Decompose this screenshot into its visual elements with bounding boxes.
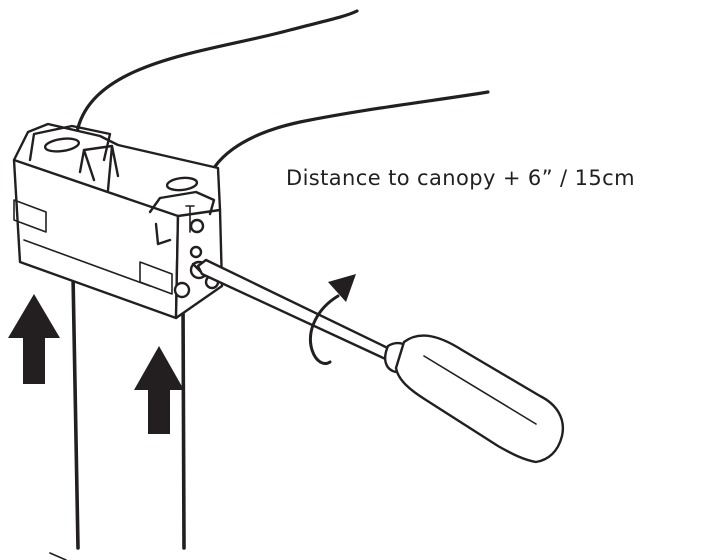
cable-tail [49,552,67,560]
up-arrow-right [134,346,184,434]
center-yoke [78,144,120,192]
suspension-cable-left [71,273,80,550]
right-mounting-slot [165,176,199,192]
terminal-screw-top [189,218,205,234]
rotation-arrow-icon [309,274,356,365]
screwdriver-shaft [196,258,398,364]
supply-wire-right [204,90,490,188]
terminal-box [12,122,224,320]
front-label-left [13,199,47,233]
supply-wire-left [75,9,359,134]
left-mounting-slot [43,137,81,153]
screwdriver-icon [196,258,565,464]
cable-entry-hole-left [173,281,191,299]
terminal-screw-middle [189,245,203,259]
left-mounting-ear [28,124,112,162]
front-label-right [139,261,173,295]
up-arrow-icon [8,294,184,434]
up-arrow-left [8,294,60,384]
distance-annotation: Distance to canopy + 6” / 15cm [286,166,635,190]
supply-wires [75,9,490,188]
suspension-cables [49,273,186,560]
suspension-cable-right [181,298,186,550]
screwdriver-handle [394,334,565,464]
screwdriver-grip-line [423,355,537,425]
right-mounting-ear [148,190,216,216]
